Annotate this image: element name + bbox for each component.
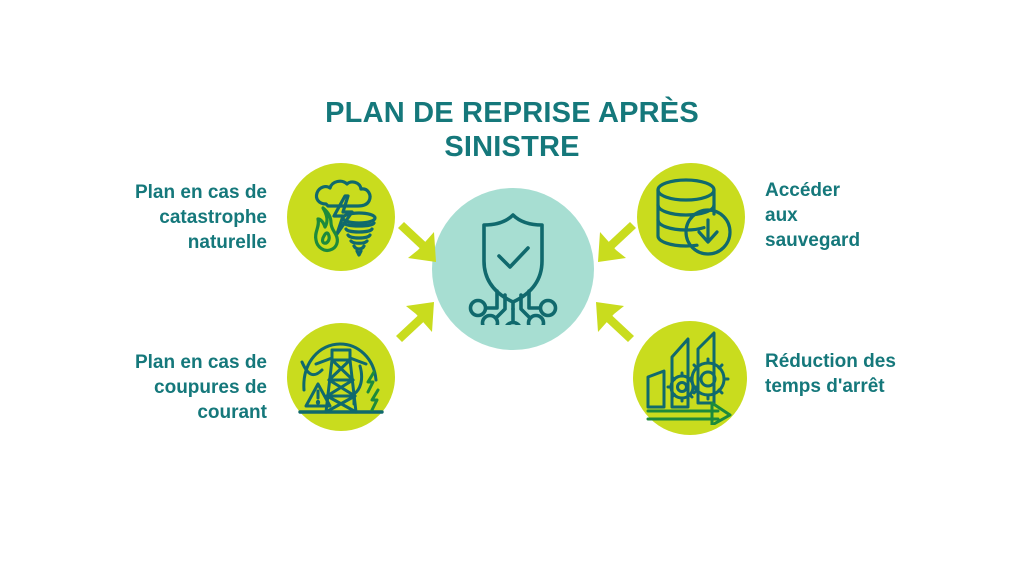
icon-bubble-backup[interactable] — [637, 163, 745, 271]
arrow-up-right-icon — [394, 300, 440, 344]
icon-bubble-disaster[interactable] — [287, 163, 395, 271]
label-downtime: Réduction des temps d'arrêt — [765, 351, 896, 398]
growth-gears-arrow-icon — [642, 331, 738, 425]
label-backup: Accéder aux sauvegard — [765, 180, 861, 252]
label-power: Plan en cas de coupures de courant — [134, 352, 267, 424]
storm-fire-tornado-icon — [298, 174, 384, 260]
arrow-down-right-icon — [396, 222, 442, 268]
center-hub — [432, 188, 594, 350]
icon-bubble-downtime[interactable] — [633, 321, 747, 435]
icon-bubble-power[interactable] — [287, 323, 395, 431]
shield-check-circuit-icon — [460, 209, 566, 339]
database-download-icon — [648, 174, 734, 260]
page-title: Plan de reprise après sinistre — [325, 97, 699, 163]
label-disaster: Plan en cas de catastrophe naturelle — [134, 182, 267, 254]
arrow-down-left-icon — [592, 222, 638, 268]
arrow-up-left-icon — [590, 300, 636, 344]
power-pylon-warning-icon — [294, 332, 388, 422]
